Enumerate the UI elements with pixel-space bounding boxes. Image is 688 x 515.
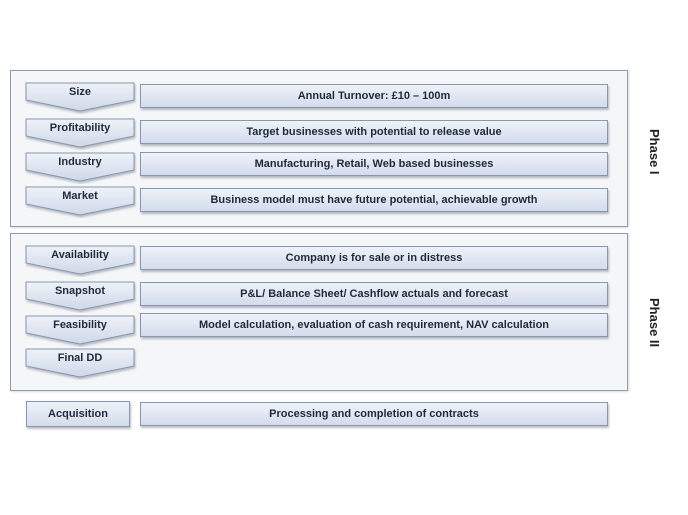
step-feasibility-label: Feasibility [53, 319, 107, 331]
step-feasibility-description: Model calculation, evaluation of cash re… [140, 313, 608, 337]
step-market-chevron: Market [25, 186, 135, 216]
step-final-dd-chevron: Final DD [25, 348, 135, 378]
chevron-shape [25, 348, 135, 378]
chevron-shape [25, 186, 135, 216]
step-market-label: Market [62, 190, 98, 202]
step-profitability-chevron: Profitability [25, 118, 135, 148]
step-size-label: Size [68, 86, 91, 98]
step-size-description: Annual Turnover: £10 – 100m [140, 84, 608, 108]
step-industry-label: Industry [58, 156, 102, 168]
step-snapshot-label: Snapshot [54, 285, 106, 297]
phase-2-label: Phase II [647, 298, 662, 348]
chevron-shape [25, 281, 135, 311]
step-final-dd-label: Final DD [57, 352, 103, 364]
step-snapshot-chevron: Snapshot [25, 281, 135, 311]
step-availability-description: Company is for sale or in distress [140, 246, 608, 270]
chevron-shape [25, 82, 135, 112]
step-feasibility-chevron: Feasibility [25, 315, 135, 345]
step-market-description: Business model must have future potentia… [140, 188, 608, 212]
chevron-shape [25, 245, 135, 275]
chevron-shape [25, 152, 135, 182]
step-profitability-description: Target businesses with potential to rele… [140, 120, 608, 144]
chevron-shape [25, 315, 135, 345]
chevron-shape [25, 118, 135, 148]
step-size-chevron: Size [25, 82, 135, 112]
step-availability-chevron: Availability [25, 245, 135, 275]
step-industry-chevron: Industry [25, 152, 135, 182]
step-industry-description: Manufacturing, Retail, Web based busines… [140, 152, 608, 176]
step-availability-label: Availability [51, 249, 109, 261]
step-profitability-label: Profitability [49, 122, 111, 134]
step-acquisition-description: Processing and completion of contracts [140, 402, 608, 426]
step-snapshot-description: P&L/ Balance Sheet/ Cashflow actuals and… [140, 282, 608, 306]
phase-1-label: Phase I [647, 129, 662, 175]
step-acquisition-box: Acquisition [26, 401, 130, 427]
